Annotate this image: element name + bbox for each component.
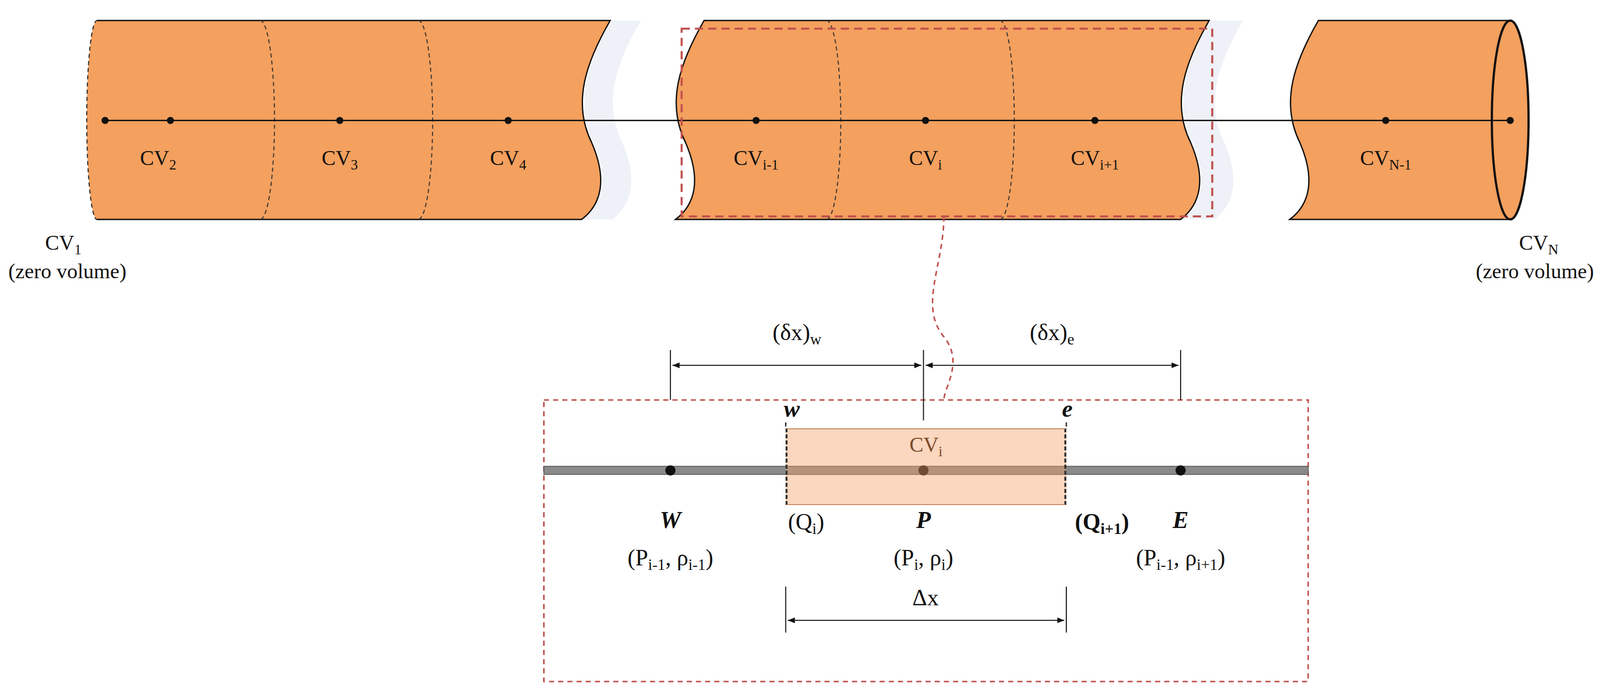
text-run: CV	[45, 231, 75, 255]
subscript: 2	[169, 157, 177, 173]
control-volume-box: CVi	[785, 428, 1067, 505]
subscript: i	[914, 556, 919, 574]
text-run: CV	[321, 146, 351, 170]
text-run: CV	[909, 433, 939, 457]
text-run: )	[1217, 545, 1225, 571]
subscript: N	[1548, 241, 1559, 257]
state-label: (Pi-1, ρi-1)	[627, 545, 714, 572]
subscript: N-1	[1389, 157, 1411, 173]
subscript: i-1	[1156, 556, 1175, 574]
dimension-label: (δx)w	[772, 320, 822, 346]
text-run: (zero volume)	[1475, 259, 1595, 283]
subscript: i+1	[1100, 520, 1122, 539]
cv-label: CVi+1	[1070, 146, 1120, 170]
dimension-label: Δx	[912, 585, 939, 611]
text-run: e	[1061, 395, 1073, 422]
text-run: P	[916, 506, 931, 534]
text-run: CV	[908, 146, 938, 170]
text-run: ,	[665, 545, 677, 571]
note-label: (zero volume)	[1475, 259, 1595, 283]
subscript: i	[938, 443, 943, 460]
node-label: E	[1172, 507, 1189, 534]
text-run: CV	[733, 146, 763, 170]
text-run: CV	[1360, 146, 1390, 170]
zoom-link	[932, 216, 954, 400]
face-lines	[785, 422, 1067, 429]
text-run: P	[1143, 545, 1157, 571]
face-label: w	[784, 396, 800, 423]
cv-label: CVN-1	[1360, 146, 1412, 170]
cv-label: CV1	[45, 231, 82, 255]
text-run: W	[659, 506, 682, 534]
text-run: (δx)	[772, 319, 810, 346]
text-run: CV	[490, 146, 520, 170]
dimension-lines	[670, 350, 1181, 633]
cv-label: CV2	[140, 146, 177, 170]
cv-label: CVi-1	[733, 146, 779, 170]
flow-label: (Qi)	[788, 509, 825, 536]
state-label: (Pi-1, ρi+1)	[1136, 545, 1226, 572]
subscript: 1	[74, 241, 82, 257]
face-label: e	[1061, 396, 1073, 423]
text-run: E	[1172, 506, 1189, 534]
text-run: Q	[1082, 509, 1101, 535]
cv-label: CV4	[490, 146, 527, 170]
cv-label: CVi	[908, 146, 942, 170]
node-label: W	[659, 507, 682, 534]
subscript: e	[1067, 330, 1075, 349]
subscript: 4	[519, 157, 527, 173]
text-run: )	[705, 545, 714, 571]
node-label: P	[916, 507, 931, 534]
cv-label: CVN	[1519, 231, 1559, 255]
subscript: i-1	[688, 556, 706, 574]
text-run: ρ	[676, 545, 689, 571]
text-run: CV	[1070, 146, 1100, 170]
flow-label: (Qi+1)	[1074, 509, 1130, 536]
subscript: i	[812, 520, 817, 539]
text-run: CV	[1519, 231, 1549, 255]
box-label: CVi	[909, 429, 943, 457]
text-run: P	[635, 545, 649, 571]
subscript: i	[938, 157, 943, 173]
subscript: i-1	[647, 556, 666, 574]
text-run: w	[784, 395, 800, 422]
text-run: (	[893, 545, 902, 571]
subscript: i+1	[1099, 157, 1119, 173]
text-run: )	[945, 545, 954, 571]
text-run: (	[1136, 545, 1144, 571]
inset-frame	[543, 400, 1308, 682]
text-run: (	[1074, 509, 1083, 535]
text-run: CV	[140, 146, 170, 170]
subscript: i+1	[1196, 556, 1218, 574]
text-run: ρ	[929, 545, 942, 571]
text-run: Q	[795, 509, 812, 535]
text-run: Δx	[912, 585, 939, 611]
text-run: (δx)	[1029, 319, 1068, 346]
subscript: i	[941, 556, 946, 574]
text-run: ρ	[1185, 545, 1197, 571]
cv-label: CV3	[321, 146, 359, 170]
focus-frame	[681, 28, 1213, 217]
subscript: i-1	[762, 157, 779, 173]
dimension-label: (δx)e	[1029, 320, 1075, 346]
subscript: 3	[350, 157, 358, 173]
note-label: (zero volume)	[8, 259, 127, 283]
text-run: (	[627, 545, 635, 571]
text-run: ,	[1173, 545, 1186, 571]
grid-points	[101, 117, 1515, 125]
text-run: )	[1121, 509, 1130, 535]
text-run: ,	[918, 545, 930, 571]
text-run: (zero volume)	[8, 259, 127, 283]
state-label: (Pi, ρi)	[893, 545, 954, 572]
text-run: P	[901, 545, 915, 571]
text-run: (	[788, 509, 796, 535]
subscript: w	[809, 330, 822, 349]
center-line	[105, 119, 1511, 122]
text-run: )	[816, 509, 824, 535]
